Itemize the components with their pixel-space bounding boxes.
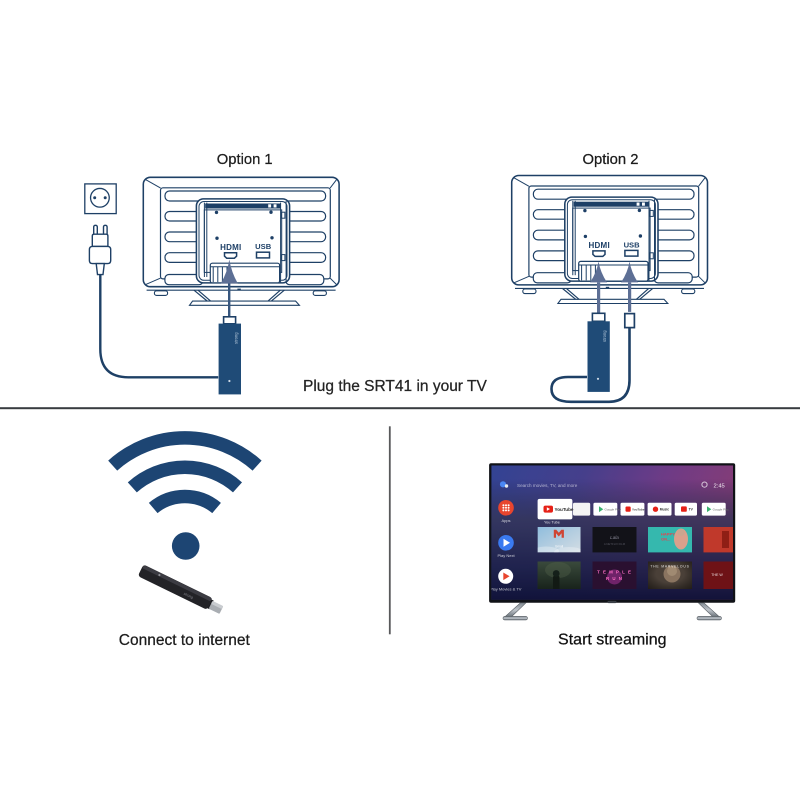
svg-text:Google Play: Google Play bbox=[605, 508, 622, 512]
svg-text:strong: strong bbox=[602, 330, 607, 342]
svg-text:HAPPY: HAPPY bbox=[661, 532, 675, 537]
svg-text:2:45: 2:45 bbox=[714, 483, 725, 489]
svg-text:Search movies, TV, and more: Search movies, TV, and more bbox=[517, 483, 578, 488]
svg-text:Music: Music bbox=[660, 508, 670, 512]
svg-text:Gmail: Gmail bbox=[555, 545, 564, 549]
svg-text:R U N: R U N bbox=[606, 576, 623, 581]
svg-text:Play Movies & TV: Play Movies & TV bbox=[490, 587, 522, 592]
svg-text:Plug the SRT41 in your TV: Plug the SRT41 in your TV bbox=[303, 378, 487, 395]
svg-text:strong: strong bbox=[233, 332, 238, 344]
svg-text:Google Play: Google Play bbox=[713, 508, 730, 512]
svg-text:THE MARVELOUS: THE MARVELOUS bbox=[650, 565, 689, 569]
svg-text:THE W: THE W bbox=[711, 573, 723, 577]
svg-text:T E M P L E: T E M P L E bbox=[597, 570, 632, 575]
svg-text:TV: TV bbox=[689, 508, 694, 512]
svg-text:Start streaming: Start streaming bbox=[558, 632, 666, 649]
svg-text:Connect to internet: Connect to internet bbox=[119, 632, 251, 649]
svg-text:A NETFLIX FILM: A NETFLIX FILM bbox=[604, 542, 626, 546]
svg-text:strong: strong bbox=[183, 592, 194, 600]
svg-text:ON...: ON... bbox=[661, 537, 670, 542]
svg-text:Apps: Apps bbox=[501, 518, 510, 523]
svg-text:Lala: Lala bbox=[610, 535, 619, 540]
svg-text:YouTube: YouTube bbox=[555, 507, 574, 512]
svg-text:Option 2: Option 2 bbox=[583, 152, 639, 168]
svg-text:You Tube: You Tube bbox=[544, 521, 560, 525]
svg-text:Option 1: Option 1 bbox=[217, 152, 273, 168]
svg-text:YouTube: YouTube bbox=[632, 508, 645, 512]
svg-text:Play Next: Play Next bbox=[497, 553, 515, 558]
